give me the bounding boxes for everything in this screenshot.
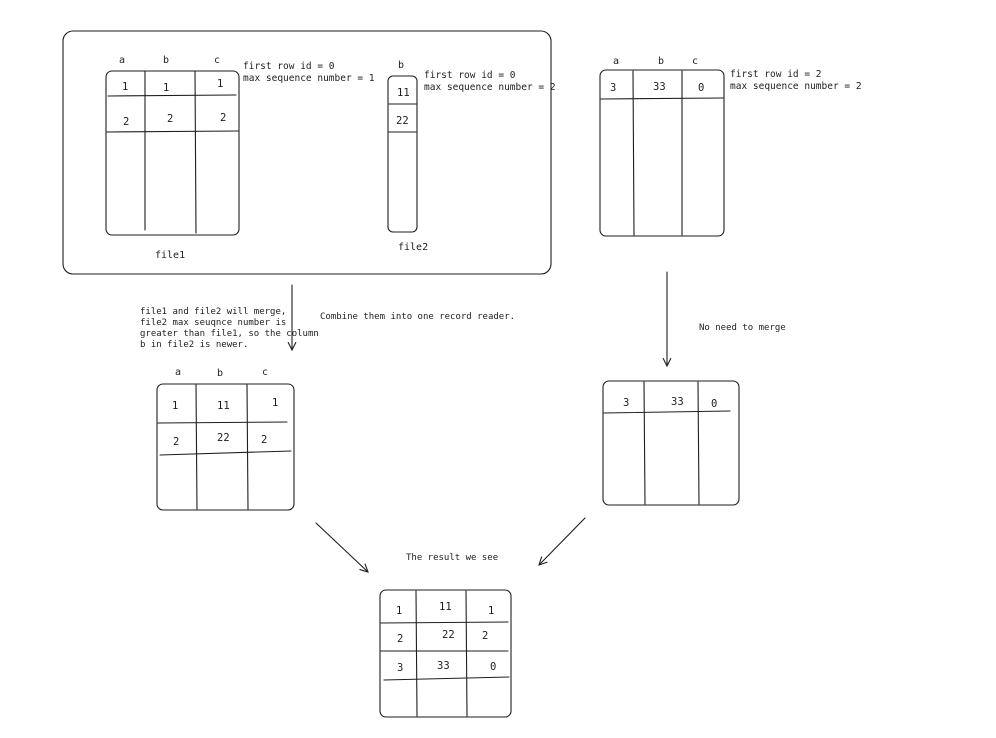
merged-cell-r1-c: 1	[272, 397, 279, 409]
file2-table	[387, 75, 418, 233]
result-cell-r1-a: 1	[396, 605, 403, 617]
result-label: The result we see	[406, 553, 499, 563]
arrow-unmerged-to-result	[539, 517, 586, 565]
file3-col-b-header: b	[658, 56, 665, 67]
file2-cell-r2: 22	[396, 115, 409, 127]
unmerged-cell-r1-b: 33	[671, 396, 684, 408]
result-cell-r1-b: 11	[439, 601, 452, 613]
file3-cell-r1-a: 3	[610, 82, 617, 94]
file3-first-row-id: first row id = 2	[730, 69, 822, 80]
merged-col-c-header: c	[262, 367, 269, 378]
unmerged-cell-r1-a: 3	[623, 397, 630, 409]
merge-note-line-3: greater than file1, so the column	[140, 329, 319, 339]
file1-first-row-id: first row id = 0	[243, 61, 335, 72]
file2-cell-r1: 11	[397, 87, 410, 99]
arrow-merged-to-result	[315, 522, 368, 572]
merged-cell-r2-a: 2	[173, 436, 180, 448]
result-cell-r2-c: 2	[482, 630, 489, 642]
file1-col-b-header: b	[163, 55, 170, 66]
file1-max-seq: max sequence number = 1	[243, 73, 375, 84]
file3-col-c-header: c	[692, 56, 699, 67]
file2-max-seq: max sequence number = 2	[424, 82, 556, 93]
unmerged-cell-r1-c: 0	[711, 398, 718, 410]
file3-col-a-header: a	[613, 56, 620, 67]
no-merge-note: No need to merge	[699, 323, 786, 333]
merged-cell-r1-a: 1	[172, 400, 179, 412]
merged-cell-r2-c: 2	[261, 434, 268, 446]
file1-col-c-header: c	[214, 55, 221, 66]
result-cell-r3-a: 3	[397, 662, 404, 674]
file2-caption: file2	[398, 242, 429, 253]
combine-note: Combine them into one record reader.	[320, 312, 516, 322]
result-cell-r3-b: 33	[437, 660, 450, 672]
file1-cell-r2-a: 2	[123, 116, 130, 128]
merged-cell-r1-b: 11	[217, 400, 230, 412]
file1-table	[105, 70, 240, 236]
file3-cell-r1-c: 0	[698, 82, 705, 94]
file1-cell-r1-c: 1	[217, 78, 224, 90]
file2-col-b-header: b	[398, 60, 405, 71]
merge-note-line-1: file1 and file2 will merge,	[140, 307, 287, 317]
group-frame	[62, 30, 552, 275]
unmerged-table	[602, 380, 740, 506]
file1-cell-r1-a: 1	[122, 81, 129, 93]
file1-cell-r2-c: 2	[220, 112, 227, 124]
result-cell-r2-a: 2	[397, 633, 404, 645]
merge-note-line-2: file2 max seuqnce number is	[140, 318, 287, 328]
file3-table	[599, 69, 725, 237]
file1-cell-r1-b: 1	[163, 82, 170, 94]
merged-col-b-header: b	[217, 368, 224, 379]
merged-cell-r2-b: 22	[217, 432, 230, 444]
result-table	[379, 589, 512, 718]
result-cell-r3-c: 0	[490, 661, 497, 673]
result-cell-r1-c: 1	[488, 605, 495, 617]
merged-col-a-header: a	[175, 367, 182, 378]
file1-cell-r2-b: 2	[167, 113, 174, 125]
file2-first-row-id: first row id = 0	[424, 70, 516, 81]
file1-caption: file1	[155, 250, 186, 261]
file3-max-seq: max sequence number = 2	[730, 81, 862, 92]
result-cell-r2-b: 22	[442, 629, 455, 641]
file1-col-a-header: a	[119, 55, 126, 66]
merged-table	[156, 383, 295, 511]
merge-note-line-4: b in file2 is newer.	[140, 340, 249, 350]
file3-cell-r1-b: 33	[653, 81, 666, 93]
